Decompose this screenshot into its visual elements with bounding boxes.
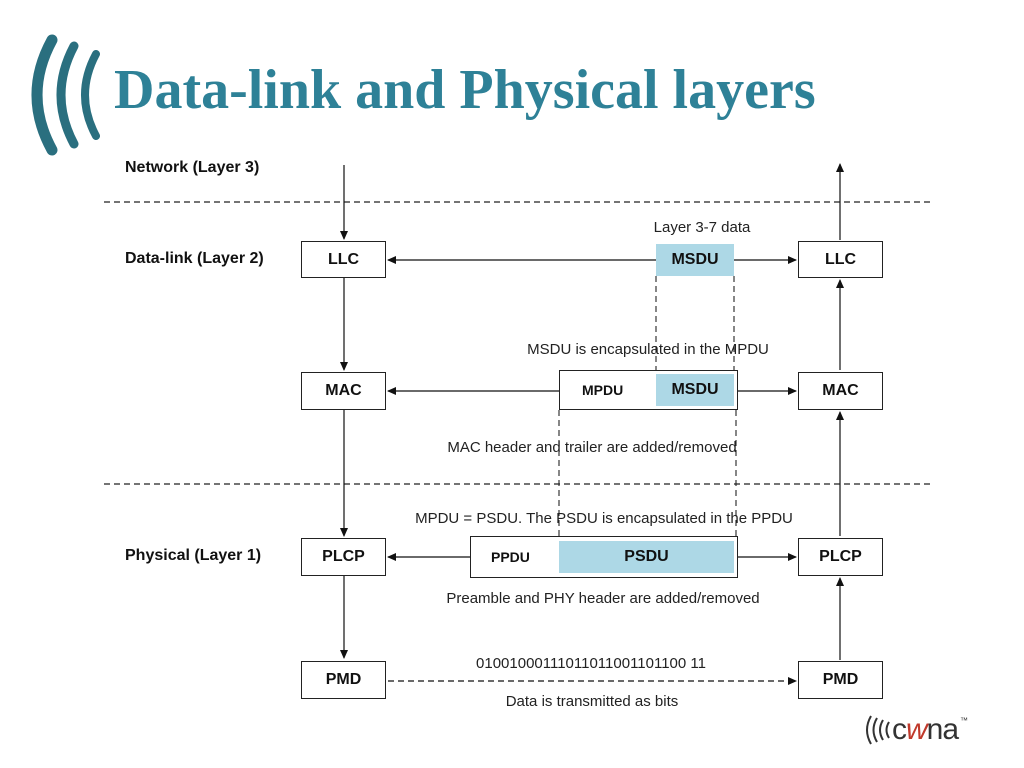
cwna-arcs-icon	[866, 715, 890, 745]
ppdu-label: PPDU	[491, 549, 530, 565]
wireless-arcs-logo-icon	[31, 34, 100, 156]
cwna-wordmark-na: na	[926, 713, 959, 746]
cwna-logo: cwna ™	[862, 712, 968, 748]
cwna-wordmark: cwna	[892, 713, 959, 746]
right-mac-box: MAC	[798, 372, 883, 410]
caption-bits: 01001000111011011001101100 11	[476, 655, 706, 672]
layer-label-datalink: Data-link (Layer 2)	[125, 250, 264, 267]
caption-mac-header: MAC header and trailer are added/removed	[447, 439, 737, 456]
right-llc-box: LLC	[798, 241, 883, 278]
caption-preamble: Preamble and PHY header are added/remove…	[446, 590, 760, 607]
slide-title: Data-link and Physical layers	[114, 59, 816, 121]
left-pmd-box: PMD	[301, 661, 386, 699]
caption-msdu-encapsulated: MSDU is encapsulated in the MPDU	[527, 341, 769, 358]
right-pmd-box: PMD	[798, 661, 883, 699]
left-llc-box: LLC	[301, 241, 386, 278]
mpdu-label: MPDU	[582, 382, 624, 398]
caption-layer37: Layer 3-7 data	[653, 219, 751, 236]
cwna-wordmark-c: c	[892, 713, 907, 746]
psdu-block: PSDU	[559, 541, 734, 573]
cwna-wordmark-w: w	[906, 713, 928, 746]
trademark-symbol: ™	[960, 716, 969, 725]
caption-transmitted: Data is transmitted as bits	[505, 693, 679, 710]
right-plcp-box: PLCP	[798, 538, 883, 576]
layer-label-network: Network (Layer 3)	[125, 159, 260, 176]
left-plcp-box: PLCP	[301, 538, 386, 576]
caption-mpdu-psdu: MPDU = PSDU. The PSDU is encapsulated in…	[415, 510, 793, 527]
msdu-block: MSDU	[656, 244, 734, 276]
mpdu-msdu-block: MSDU	[656, 374, 734, 406]
layer-label-physical: Physical (Layer 1)	[125, 547, 262, 564]
left-mac-box: MAC	[301, 372, 386, 410]
